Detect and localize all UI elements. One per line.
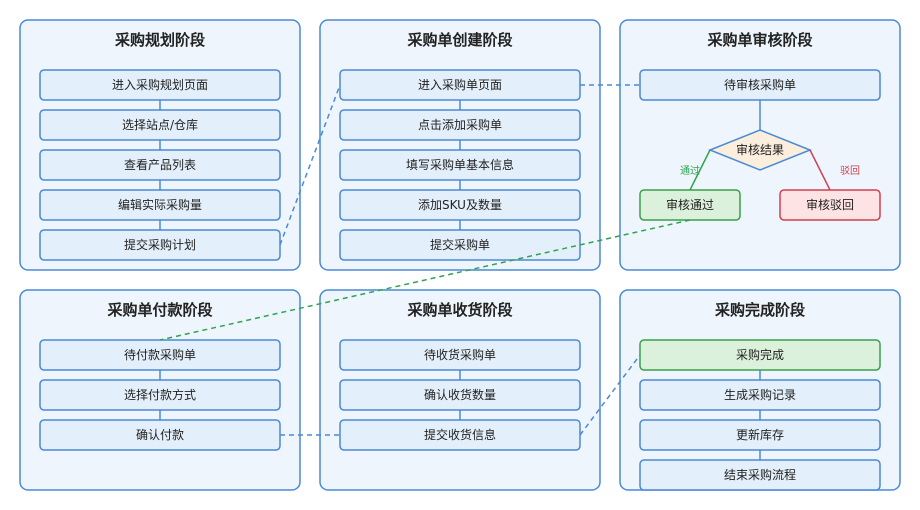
step-label: 待付款采购单 xyxy=(124,347,196,362)
step-box: 待收货采购单 xyxy=(339,339,581,371)
approved-branch-label: 通过 xyxy=(680,164,700,177)
panel-payment-title: 采购单付款阶段 xyxy=(106,301,212,319)
step-label: 进入采购规划页面 xyxy=(112,77,208,92)
step-label: 生成采购记录 xyxy=(724,387,796,402)
step-box: 待审核采购单 xyxy=(639,69,881,101)
panel-review: 采购单审核阶段 待审核采购单 审核结果 通过 驳回 审核通过 审核驳回 xyxy=(619,19,901,271)
decision-diamond xyxy=(707,129,813,171)
connector-planning-to-creation xyxy=(279,84,341,246)
panel-completion-title: 采购完成阶段 xyxy=(714,301,805,319)
step-label: 待审核采购单 xyxy=(724,77,796,92)
approved-box: 审核通过 xyxy=(639,189,741,221)
step-box: 进入采购规划页面 xyxy=(39,69,281,101)
step-label: 确认付款 xyxy=(136,428,184,442)
step-label: 待收货采购单 xyxy=(424,347,496,362)
step-box: 查看产品列表 xyxy=(39,149,281,181)
step-label: 填写采购单基本信息 xyxy=(406,157,514,172)
step-box: 选择站点/仓库 xyxy=(39,109,281,141)
step-label: 结束采购流程 xyxy=(724,467,796,482)
step-label: 点击添加采购单 xyxy=(418,117,502,132)
panel-receiving: 采购单收货阶段 待收货采购单 确认收货数量 提交收货信息 xyxy=(319,289,601,491)
decision-label: 审核结果 xyxy=(736,142,784,157)
panel-receiving-title: 采购单收货阶段 xyxy=(406,301,512,319)
step-box: 生成采购记录 xyxy=(639,379,881,411)
connector-receiving-to-completion xyxy=(579,354,641,436)
rejected-branch-line xyxy=(809,149,831,191)
step-label: 查看产品列表 xyxy=(124,158,196,172)
step-box: 更新库存 xyxy=(639,419,881,451)
panel-planning-title: 采购规划阶段 xyxy=(114,31,205,49)
panel-review-title: 采购单审核阶段 xyxy=(706,31,812,49)
approved-label: 审核通过 xyxy=(666,197,714,212)
step-label: 更新库存 xyxy=(736,427,784,442)
rejected-branch-label: 驳回 xyxy=(840,165,860,177)
step-box-highlight: 采购完成 xyxy=(639,339,881,371)
step-box: 编辑实际采购量 xyxy=(39,189,281,221)
panel-creation: 采购单创建阶段 进入采购单页面 点击添加采购单 填写采购单基本信息 添加SKU及… xyxy=(319,19,601,271)
rejected-label: 审核驳回 xyxy=(806,197,854,212)
step-label: 进入采购单页面 xyxy=(418,77,502,92)
step-label: 提交采购单 xyxy=(430,237,490,252)
rejected-box: 审核驳回 xyxy=(779,189,881,221)
step-box: 提交收货信息 xyxy=(339,419,581,451)
step-box: 选择付款方式 xyxy=(39,379,281,411)
panel-completion: 采购完成阶段 采购完成 生成采购记录 更新库存 结束采购流程 xyxy=(619,289,901,491)
panel-planning: 采购规划阶段 进入采购规划页面 选择站点/仓库 查看产品列表 编辑实际采购量 提… xyxy=(19,19,301,271)
approved-branch-line xyxy=(689,149,711,191)
panel-payment: 采购单付款阶段 待付款采购单 选择付款方式 确认付款 xyxy=(19,289,301,491)
step-label: 添加SKU及数量 xyxy=(418,197,502,212)
connector-approved-to-payment xyxy=(159,219,691,341)
panel-creation-title: 采购单创建阶段 xyxy=(406,31,512,49)
step-box: 点击添加采购单 xyxy=(339,109,581,141)
step-box: 待付款采购单 xyxy=(39,339,281,371)
step-box: 确认收货数量 xyxy=(339,379,581,411)
step-box: 提交采购单 xyxy=(339,229,581,261)
step-box: 进入采购单页面 xyxy=(339,69,581,101)
step-label: 选择站点/仓库 xyxy=(122,117,198,132)
step-box: 填写采购单基本信息 xyxy=(339,149,581,181)
step-label: 选择付款方式 xyxy=(124,387,196,402)
step-box: 确认付款 xyxy=(39,419,281,451)
step-label: 确认收货数量 xyxy=(424,387,496,402)
step-box: 结束采购流程 xyxy=(639,459,881,491)
step-box: 提交采购计划 xyxy=(39,229,281,261)
step-label: 提交收货信息 xyxy=(424,427,496,442)
step-box: 添加SKU及数量 xyxy=(339,189,581,221)
step-label: 采购完成 xyxy=(736,347,784,362)
step-label: 提交采购计划 xyxy=(124,237,196,252)
step-label: 编辑实际采购量 xyxy=(118,197,202,212)
